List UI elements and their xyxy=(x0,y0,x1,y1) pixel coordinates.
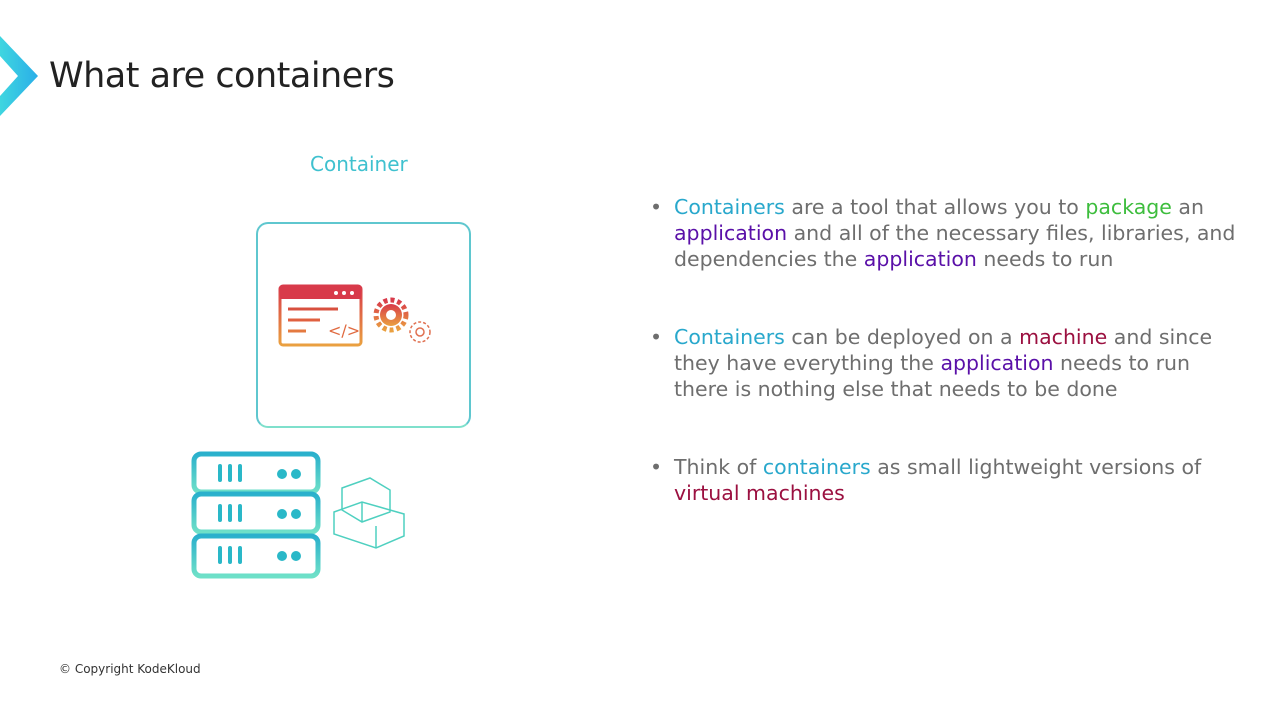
application-code-icon: </> xyxy=(278,284,431,347)
gears-icon xyxy=(373,297,431,343)
bullet-text: as small lightweight versions of xyxy=(870,455,1202,479)
highlighted-term: application xyxy=(674,221,788,245)
bullet-text: and since they have everything the xyxy=(674,325,1213,375)
container-box xyxy=(256,222,471,428)
highlighted-term: Containers xyxy=(674,195,785,219)
bullet-text: Think of xyxy=(674,455,763,479)
bullet-text: needs to run there is nothing else that … xyxy=(674,351,1190,401)
container-label: Container xyxy=(310,152,408,176)
highlighted-term: virtual machines xyxy=(674,481,845,505)
bullet-text: an xyxy=(1171,195,1204,219)
server-with-containers-icon xyxy=(191,451,405,579)
shipping-containers-icon xyxy=(333,477,405,549)
svg-text:</>: </> xyxy=(328,321,360,340)
bullet-text: and all of the necessary files, librarie… xyxy=(674,221,1236,271)
bullet-text: needs to run xyxy=(976,247,1114,271)
bullet-item: • Containers are a tool that allows you t… xyxy=(650,194,1250,272)
bullet-marker: • xyxy=(650,455,663,479)
bullet-text: are a tool that allows you to xyxy=(784,195,1086,219)
highlighted-term: package xyxy=(1085,195,1172,219)
highlighted-term: Containers xyxy=(674,325,785,349)
page-title: What are containers xyxy=(49,56,395,96)
bullet-item: • Think of containers as small lightweigh… xyxy=(650,454,1250,506)
bullet-marker: • xyxy=(650,195,663,219)
bullet-text: can be deployed on a xyxy=(784,325,1020,349)
bullet-list: • Containers are a tool that allows you t… xyxy=(650,194,1250,558)
copyright-footer: © Copyright KodeKloud xyxy=(59,662,201,676)
chevron-logo-icon xyxy=(0,36,38,116)
highlighted-term: application xyxy=(940,351,1054,375)
bullet-item: • Containers can be deployed on a machine… xyxy=(650,324,1250,402)
highlighted-term: containers xyxy=(762,455,871,479)
highlighted-term: machine xyxy=(1019,325,1108,349)
bullet-marker: • xyxy=(650,325,663,349)
highlighted-term: application xyxy=(863,247,977,271)
